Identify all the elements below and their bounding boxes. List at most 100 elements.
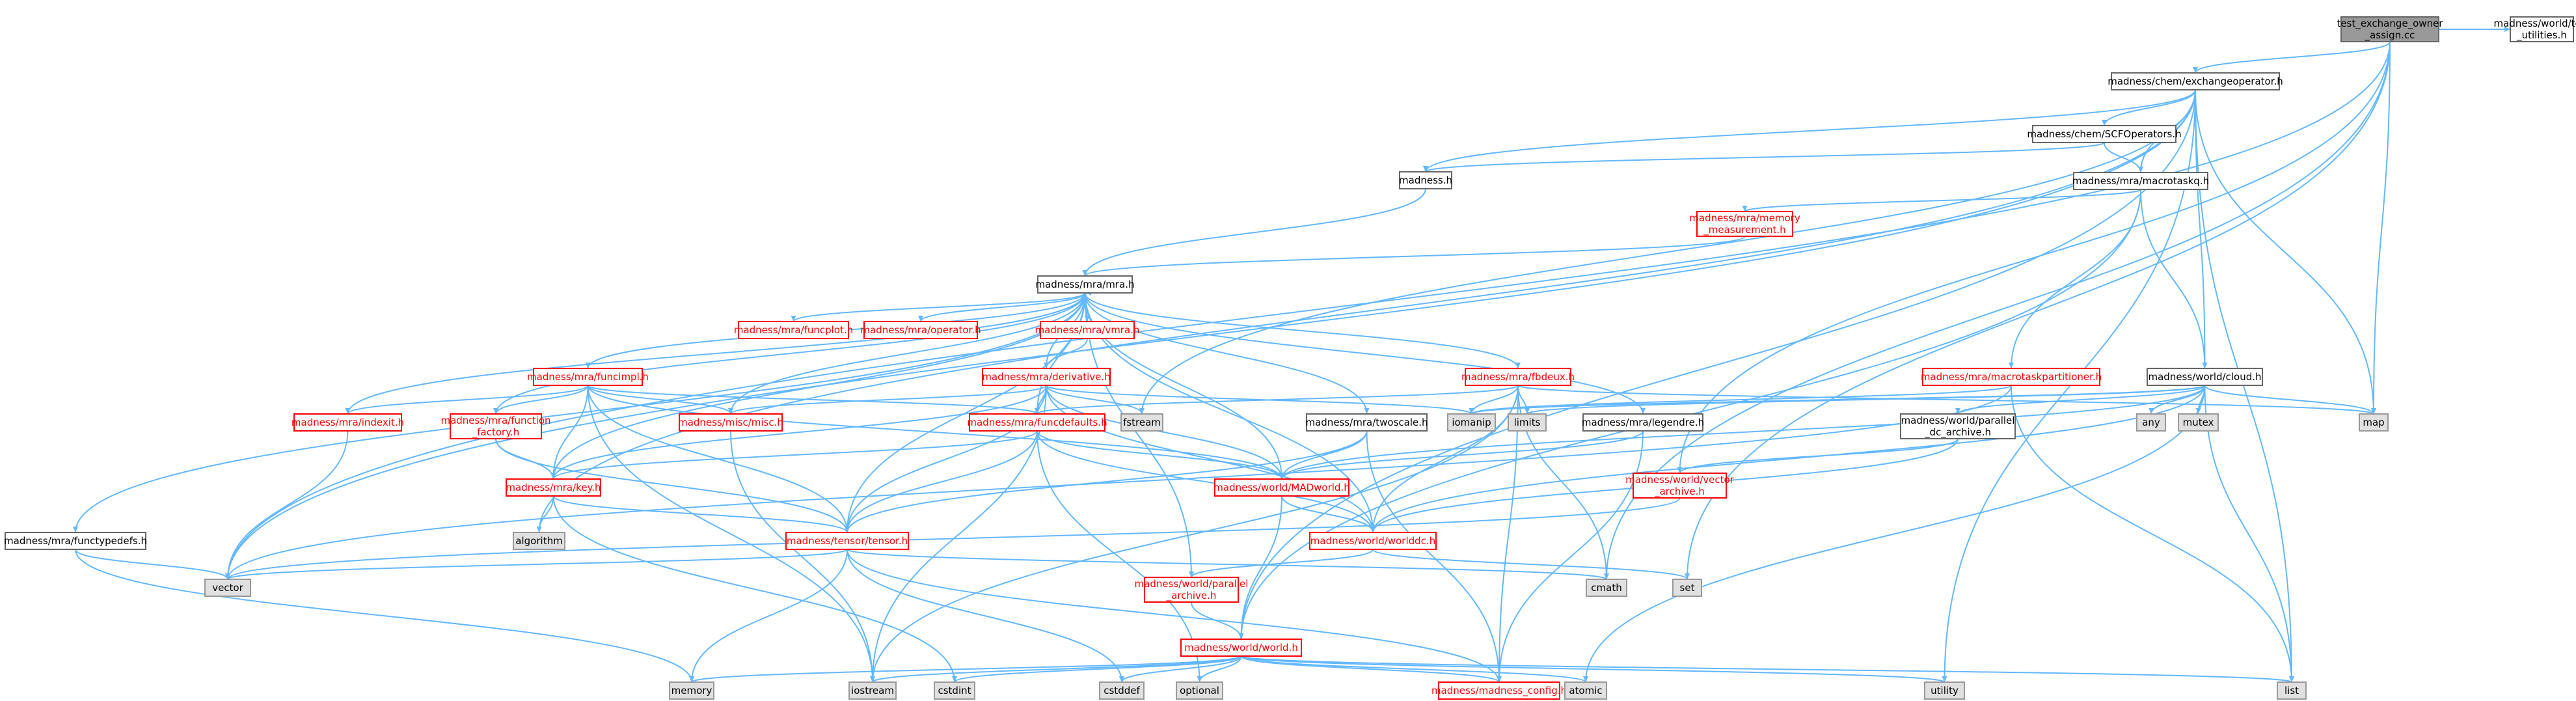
edge-worlddc-to-pararch: [1189, 549, 1374, 578]
edge-madworld-to-worlddc: [1281, 495, 1376, 533]
node-madness-mra-macrotaskq-h[interactable]: madness/mra/macrotaskq.h: [2072, 172, 2209, 190]
node-box: [2277, 681, 2307, 700]
edge-derivative-to-key: [550, 385, 1047, 480]
edge-mra-to-madworld: [1084, 292, 1284, 480]
node-madness-mra-funcplot-h[interactable]: madness/mra/funcplot.h: [734, 321, 853, 339]
node-box: [982, 368, 1111, 386]
node-label: _utilities.h: [2516, 29, 2567, 42]
node-madness-mra-legendre-h[interactable]: madness/mra/legendre.h: [1582, 413, 1704, 432]
edge-world-to-optional: [1197, 655, 1242, 683]
node-madness-mra-funcdefaults-h[interactable]: madness/mra/funcdefaults.h: [967, 413, 1107, 432]
edge-derivative-to-iostream: [870, 385, 1047, 683]
node-madness-h[interactable]: madness.h: [1399, 171, 1452, 189]
edge-misc-to-iostream: [730, 430, 875, 683]
edge-vecarch-to-vector: [225, 497, 1681, 580]
node-madness-world-worlddc-h[interactable]: madness/world/worlddc.h: [1309, 532, 1437, 550]
edge-root-to-exchop: [2193, 41, 2391, 74]
node-madness-misc-misc-h[interactable]: madness/misc/misc.h: [678, 413, 783, 432]
edge-tensor-to-cmath: [847, 549, 1609, 580]
node-set: set: [1672, 579, 1702, 597]
node-madness-tensor-tensor-h[interactable]: madness/tensor/tensor.h: [785, 532, 909, 550]
node-box: [533, 368, 643, 386]
edge-world-to-utility: [1240, 655, 1947, 683]
node-madness-chem-scfoperators-h[interactable]: madness/chem/SCFOperators.h: [2027, 125, 2182, 143]
node-madness-mra-functypedefs-h[interactable]: madness/mra/functypedefs.h: [4, 532, 147, 550]
node-madness-world-parallel-dc-archive-h[interactable]: madness/world/parallel_dc_archive.h: [1900, 413, 2016, 439]
edge-madnessh-to-mra: [1082, 188, 1426, 277]
node-label: madness/madness_config.h: [1431, 685, 1567, 697]
node-madness-mra-function-factory-h[interactable]: madness/mra/function_factory.h: [441, 413, 551, 439]
node-madness-mra-derivative-h[interactable]: madness/mra/derivative.h: [982, 368, 1111, 386]
node-madness-mra-fbdeux-h[interactable]: madness/mra/fbdeux.h: [1461, 368, 1575, 386]
node-madness-mra-vmra-h[interactable]: madness/mra/vmra.h: [1035, 321, 1140, 339]
node-madness-world-world-h[interactable]: madness/world/world.h: [1180, 639, 1302, 657]
edge-mra-to-misc: [728, 292, 1086, 415]
node-box: [2111, 72, 2280, 90]
edge-derivative-to-misc: [728, 385, 1047, 415]
node-test-exchange-owner-assign-cc[interactable]: test_exchange_owner_assign.cc: [2337, 16, 2444, 42]
node-label: vector: [212, 582, 243, 594]
node-label: cmath: [1591, 582, 1621, 594]
edge-fbdeux-to-map: [1517, 385, 2376, 415]
node-box: [2073, 172, 2208, 190]
edge-mtpart-to-iomanip: [1469, 385, 2012, 415]
edge-funcdefaults-to-madworld: [1037, 430, 1284, 480]
edge-cloud-to-map: [2204, 385, 2376, 415]
node-label: madness/chem/exchangeoperator.h: [2108, 76, 2283, 87]
node-madness-mra-mra-h[interactable]: madness/mra/mra.h: [1035, 275, 1135, 294]
node-box: [204, 579, 251, 597]
node-box: [1214, 478, 1349, 497]
node-box: [934, 681, 975, 700]
edge-legendre-to-madworld: [1279, 430, 1644, 480]
edge-mra-to-legendre: [1084, 292, 1646, 415]
node-madness-mra-funcimpl-h[interactable]: madness/mra/funcimpl.h: [527, 368, 649, 386]
node-madness-world-madworld-h[interactable]: madness/world/MADworld.h: [1213, 478, 1350, 497]
node-madness-madness-config-h[interactable]: madness/madness_config.h: [1431, 681, 1567, 700]
node-label: madness/mra/derivative.h: [982, 371, 1110, 383]
node-madness-world-vector-archive-h[interactable]: madness/world/vector_archive.h: [1625, 473, 1735, 499]
node-label: atomic: [1569, 685, 1602, 696]
node-label: _archive.h: [1166, 590, 1217, 602]
node-madness-mra-twoscale-h[interactable]: madness/mra/twoscale.h: [1305, 413, 1428, 432]
node-label: madness/mra/vmra.h: [1035, 324, 1140, 336]
node-madness-world-cloud-h[interactable]: madness/world/cloud.h: [2147, 368, 2263, 386]
edge-mra-to-operator: [918, 292, 1086, 322]
node-madness-mra-indexit-h[interactable]: madness/mra/indexit.h: [291, 413, 404, 432]
node-madness-world-parallel-archive-h[interactable]: madness/world/parallel_archive.h: [1135, 577, 1249, 603]
edge-functypedefs-to-vector: [75, 549, 230, 580]
edge-exchop-to-madnessh: [1423, 89, 2196, 172]
node-label: madness/mra/key.h: [506, 482, 601, 493]
node-madness-mra-memory-measurement-h[interactable]: madness/mra/memory_measurement.h: [1689, 211, 1800, 237]
edge-scfops-to-madnessh: [1423, 142, 2105, 172]
node-label: optional: [1180, 685, 1219, 696]
node-box: [1900, 413, 2016, 439]
node-label: madness/mra/mra.h: [1035, 279, 1134, 290]
node-label: madness/mra/twoscale.h: [1305, 417, 1428, 428]
node-label: _measurement.h: [1703, 224, 1785, 236]
node-madness-chem-exchangeoperator-h[interactable]: madness/chem/exchangeoperator.h: [2108, 72, 2283, 90]
edge-derivative-to-madworld: [1046, 385, 1284, 480]
node-label: any: [2142, 417, 2160, 428]
edge-funcdefaults-to-optional: [1037, 430, 1202, 683]
node-label: madness/mra/funcimpl.h: [527, 371, 649, 383]
edge-exchop-to-map: [2195, 89, 2376, 415]
node-madness-mra-operator-h[interactable]: madness/mra/operator.h: [860, 321, 981, 339]
node-box: [1120, 413, 1163, 432]
node-memory: memory: [669, 681, 714, 700]
node-label: list: [2285, 685, 2299, 696]
node-madness-mra-key-h[interactable]: madness/mra/key.h: [506, 478, 601, 497]
node-madness-mra-macrotaskpartitioner-h[interactable]: madness/mra/macrotaskpartitioner.h: [1921, 368, 2102, 386]
node-madness-world-test-utilities-h[interactable]: madness/world/test_utilities.h: [2494, 16, 2576, 42]
edge-cloud-to-pardc: [1955, 385, 2206, 415]
edge-cloud-to-madworld: [1279, 385, 2206, 480]
edge-world-to-memory: [689, 655, 1242, 683]
edge-funcimpl-to-key: [550, 385, 589, 480]
node-cstdint: cstdint: [934, 681, 975, 700]
node-label: madness/mra/legendre.h: [1582, 417, 1704, 428]
node-box: [1924, 681, 1965, 700]
node-label: madness/world/cloud.h: [2149, 371, 2262, 383]
node-label: madness/world/parallel: [1135, 578, 1249, 590]
node-label: madness/mra/function: [441, 415, 550, 426]
node-fstream: fstream: [1120, 413, 1163, 432]
edge-funcimpl-to-funcdefaults: [587, 385, 1040, 415]
